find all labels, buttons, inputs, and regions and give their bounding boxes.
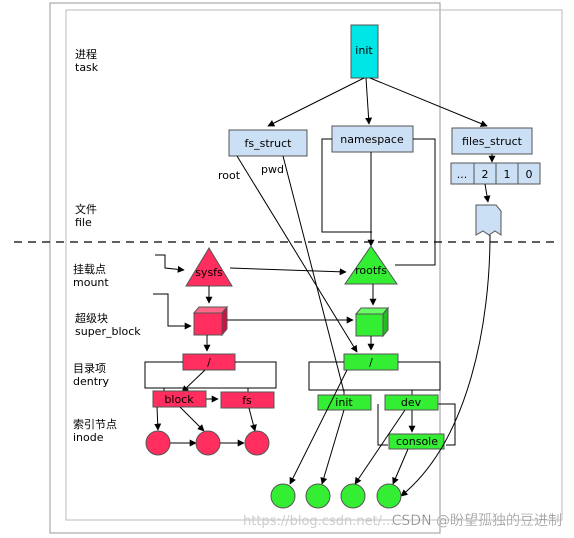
fd-to-file-arrow	[483, 183, 491, 203]
rootfs-inode	[340, 483, 366, 509]
layer-superblock-zh: 超级块	[75, 311, 108, 325]
rootfs-super-block	[354, 306, 390, 338]
block-dentry-label: block	[164, 393, 194, 406]
fs-dentry-label: fs	[242, 394, 252, 407]
block-dentry	[152, 390, 207, 408]
init-dentry-label: init	[335, 396, 353, 409]
namespace-label: namespace	[340, 133, 404, 146]
namespace-box	[331, 125, 414, 153]
init-dentry	[317, 394, 372, 411]
layer-mount-zh: 挂载点	[73, 262, 106, 276]
layer-dentry-en: dentry	[73, 375, 110, 388]
fd-cell-label: 1	[504, 168, 511, 181]
csdn-credit: CSDN @盼望孤独的豆进制	[392, 513, 562, 529]
rootfs-inode	[270, 483, 296, 509]
dev-dentry-label: dev	[401, 396, 422, 409]
sysfs-inode	[145, 430, 171, 456]
sysfs-mount-label: sysfs	[195, 266, 223, 279]
console-dentry-label: console	[396, 435, 438, 448]
inner-frame	[65, 9, 563, 521]
pwd-field-label: pwd	[261, 163, 284, 176]
outer-frame	[49, 2, 441, 534]
root-field-label: root	[218, 169, 241, 182]
namespace-mount-lines	[321, 138, 436, 266]
rootfs-inode	[305, 483, 331, 509]
fd-cell-label: 0	[526, 168, 533, 181]
console-dentry	[388, 433, 445, 450]
rootfs-inode	[376, 483, 402, 509]
files-struct-box	[451, 127, 533, 155]
fd-cell-label: 2	[482, 168, 489, 181]
files-struct-label: files_struct	[462, 135, 523, 148]
rootfs-mount-triangle	[344, 245, 398, 285]
layer-mount-en: mount	[73, 276, 109, 289]
layer-task-zh: 进程	[75, 48, 97, 61]
init-task-box	[350, 24, 379, 79]
rootfs-inode-links	[289, 234, 491, 497]
rootfs-mount-label: rootfs	[355, 264, 387, 277]
layer-labels: 进程 task 文件 file 挂载点 mount 超级块 super_bloc…	[73, 48, 141, 444]
fd-table: ... 2 1 0	[450, 162, 541, 185]
rootfs-dentry-links	[308, 361, 456, 446]
root-pwd-lines	[236, 155, 358, 393]
layer-task-en: task	[75, 61, 99, 74]
mount-links	[155, 254, 377, 306]
init-task-label: init	[355, 44, 373, 57]
url-watermark: https://blog.csdn.net/...	[243, 514, 394, 529]
fs-struct-label: fs_struct	[244, 137, 292, 150]
sysfs-root-dentry-label: /	[207, 356, 211, 369]
sysfs-inode-links	[154, 406, 257, 447]
fs-dentry	[220, 391, 275, 409]
fs-struct-box	[228, 129, 308, 157]
sysfs-super-block	[192, 305, 229, 337]
sysfs-inode	[195, 430, 221, 456]
layer-file-en: file	[75, 216, 92, 229]
layer-superblock-en: super_block	[75, 325, 141, 338]
file-object-icon	[475, 204, 502, 236]
init-arrows	[267, 77, 488, 127]
superblock-links	[153, 293, 375, 352]
sysfs-inode	[244, 430, 270, 456]
layer-dentry-zh: 目录项	[73, 362, 106, 375]
layer-inode-en: inode	[73, 431, 104, 444]
layer-inode-zh: 索引节点	[73, 417, 117, 431]
dev-dentry	[384, 394, 439, 411]
rootfs-root-dentry-label: /	[369, 356, 373, 369]
fd-cell	[517, 162, 541, 185]
fd-cell-label: ...	[457, 168, 468, 181]
layer-file-zh: 文件	[75, 202, 97, 216]
